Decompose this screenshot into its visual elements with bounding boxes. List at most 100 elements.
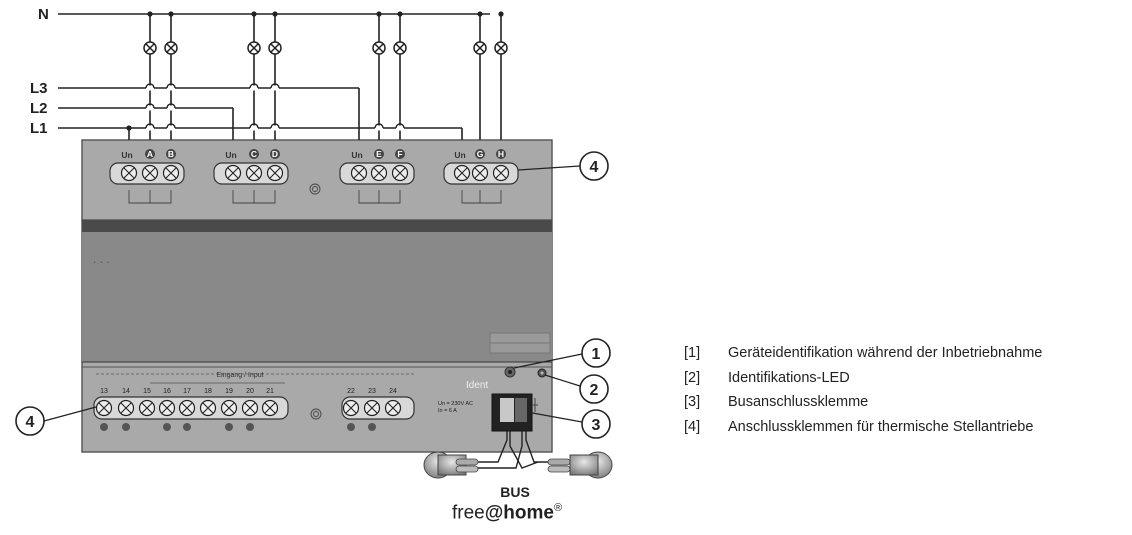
callout-3 <box>581 409 611 439</box>
callout-leaders <box>43 165 583 423</box>
brand-prefix: free <box>452 502 485 524</box>
un-label: Un <box>225 150 236 160</box>
input-header: Eingang / Input <box>216 372 263 379</box>
actuator-icon <box>268 41 282 55</box>
terminal-screw-cross <box>345 402 357 414</box>
terminal-label-f: F <box>397 149 402 159</box>
legend-text: Anschlussklemmen für thermische Stellant… <box>728 418 1034 435</box>
legend-item: [2] Identifikations-LED <box>684 370 1042 395</box>
callout-circles <box>15 151 611 439</box>
terminal-label-a: A <box>147 149 153 159</box>
input-terminal-number: 13 <box>100 388 108 395</box>
legend-number: [2] <box>684 369 701 386</box>
wire-crossovers <box>146 85 404 131</box>
legend-item: [4] Anschlussklemmen für thermische Stell… <box>684 419 1042 444</box>
ident-led <box>537 368 547 378</box>
bus-connector <box>491 393 538 432</box>
callout-4-bottom-number: 4 <box>26 414 35 431</box>
input-terminal-number: 21 <box>266 388 274 395</box>
terminal-label-e: E <box>376 149 382 159</box>
bus-wiring <box>470 431 558 469</box>
actuator-icon <box>393 41 407 55</box>
junction-dots <box>126 11 504 131</box>
terminal-badges: Un A B Un C D Un E F Un G H <box>121 149 506 160</box>
legend-item: [3] Busanschlussklemme <box>684 394 1042 419</box>
brand-at: @ <box>484 502 504 524</box>
actuator-icon <box>473 41 487 55</box>
terminal-label-c: C <box>251 149 257 159</box>
input-terminal-number: 24 <box>389 388 397 395</box>
terminal-label-b: B <box>168 149 174 159</box>
terminal-label-d: D <box>272 149 278 159</box>
terminal-screw-cross <box>161 402 173 414</box>
legend-number: [3] <box>684 394 701 410</box>
input-terminal-number: 17 <box>183 388 191 395</box>
ident-label: Ident <box>466 380 488 391</box>
legend-number: [4] <box>684 418 701 435</box>
input-terminal-number: 18 <box>204 388 212 395</box>
terminal-label-h: H <box>498 149 504 159</box>
actuator-symbols <box>143 41 508 55</box>
legend-text: Identifikations-LED <box>728 369 850 386</box>
conductor-label-l1: L1 <box>30 120 48 137</box>
rating-voltage: Un = 230V AC <box>438 401 473 407</box>
bus-cable-left <box>423 451 479 479</box>
callout-3-number: 3 <box>592 417 601 434</box>
conductor-label-n: N <box>38 6 49 23</box>
actuator-icon <box>494 41 508 55</box>
ident-button <box>504 366 516 378</box>
un-label: Un <box>351 150 362 160</box>
terminal-screw-cross <box>366 402 378 414</box>
legend-item: [1]Geräteidentifikation während der Inbe… <box>684 345 1042 370</box>
actuator-icon <box>143 41 157 55</box>
input-terminal-number: 15 <box>143 388 151 395</box>
legend-text: Busanschlussklemme <box>728 394 869 410</box>
front-dots: . . . <box>93 252 110 266</box>
input-terminal-number: 22 <box>347 388 355 395</box>
conductor-label-l2: L2 <box>30 100 48 117</box>
callout-1 <box>581 338 611 368</box>
terminal-screw-cross <box>264 402 276 414</box>
terminal-screw-cross <box>387 402 399 414</box>
un-label: Un <box>454 150 465 160</box>
terminal-screw-cross <box>120 402 132 414</box>
bus-cable-right <box>547 451 613 479</box>
bus-label: BUS <box>500 484 530 500</box>
input-terminal-number: 16 <box>163 388 171 395</box>
adjust-dial-icon <box>309 183 322 420</box>
terminal-screw-cross <box>244 402 256 414</box>
internal-circuit-marks <box>128 190 502 204</box>
input-terminal-number: 14 <box>122 388 130 395</box>
callout-1-number: 1 <box>592 346 601 363</box>
terminal-screw-cross <box>181 402 193 414</box>
un-label: Un <box>121 150 132 160</box>
actuator-icon <box>372 41 386 55</box>
input-terminal-number: 20 <box>246 388 254 395</box>
terminal-screw-cross <box>223 402 235 414</box>
input-terminals: Eingang / Input 13 14 15 16 17 18 19 20 21 22 23 24 <box>93 372 415 431</box>
terminal-screw-cross <box>202 402 214 414</box>
output-terminals <box>109 162 519 185</box>
input-terminal-number: 19 <box>225 388 233 395</box>
rating-current: In = 6 A <box>438 408 457 414</box>
actuator-icon <box>247 41 261 55</box>
callout-2-number: 2 <box>590 382 599 399</box>
brand-name: home <box>503 502 554 524</box>
brand-logo: free@home® <box>452 502 562 524</box>
legend-number: [1] <box>684 345 701 361</box>
terminal-group-ef <box>339 162 415 185</box>
brand-mark: ® <box>553 502 563 514</box>
wire-crossover-arcs <box>145 83 405 129</box>
legend: [1]Geräteidentifikation während der Inbe… <box>684 345 1042 443</box>
callout-4-bottom <box>15 406 45 436</box>
terminal-group-ab <box>109 162 185 185</box>
terminal-group-gh <box>443 162 519 185</box>
callout-4-top <box>579 151 609 181</box>
input-terminal-number: 23 <box>368 388 376 395</box>
callout-4-top-number: 4 <box>590 159 599 176</box>
callout-2 <box>579 374 609 404</box>
terminal-label-g: G <box>477 149 484 159</box>
load-wiring <box>128 14 502 155</box>
terminal-group-cd <box>213 162 289 185</box>
